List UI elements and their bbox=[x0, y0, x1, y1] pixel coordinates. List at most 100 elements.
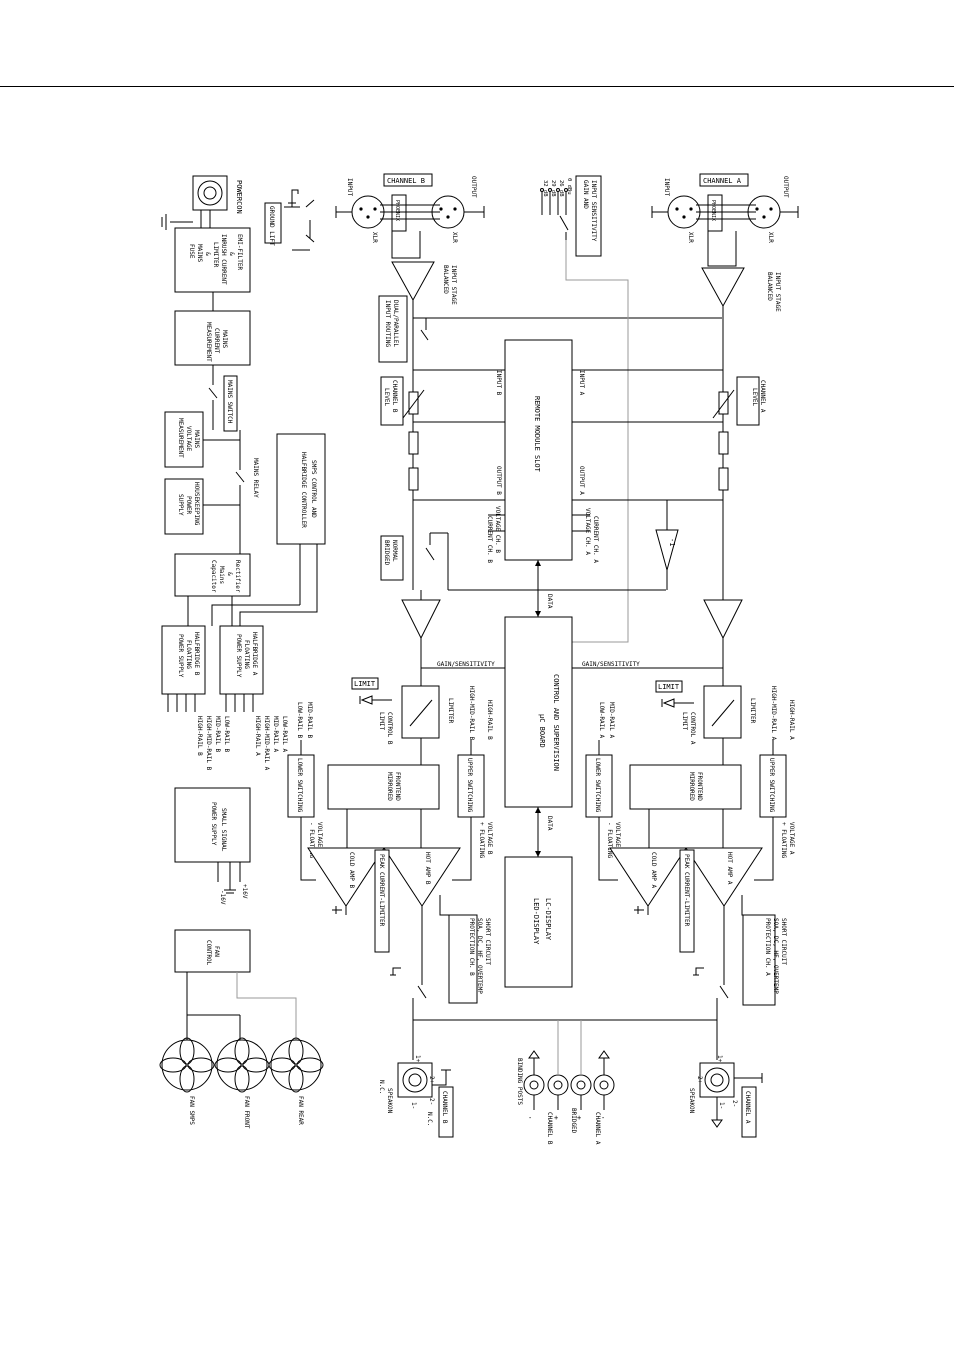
fan-front-label: FAN FRONT bbox=[243, 1096, 250, 1129]
floating-a-upper-label: + FLOATINGVOLTAGE A bbox=[780, 822, 795, 859]
fan-smps-label: FAN SMPS bbox=[188, 1096, 195, 1125]
binding-minus-2: - bbox=[601, 1114, 605, 1122]
top-rule bbox=[0, 86, 954, 87]
mains-switch-label: MAINS SWITCH bbox=[226, 380, 233, 424]
inverter-amp bbox=[655, 529, 679, 572]
limit-a-box bbox=[655, 680, 683, 693]
mains-current-box bbox=[174, 310, 251, 366]
mains-current-label: MAINSCURRENTMEASUREMENT bbox=[205, 322, 228, 362]
output-a-port: OUTPUT A bbox=[578, 466, 585, 495]
limiter-b-box bbox=[401, 685, 440, 739]
protection-a-label: PROTECTION CH. ASOA, DC, HF, OVERTEMPSHO… bbox=[764, 918, 787, 994]
mirrored-frontend-a-box bbox=[629, 764, 742, 810]
channel-b-out-label: CHANNEL B bbox=[441, 1091, 448, 1124]
mains-voltage-label: MAINSVOLTAGEMEASUREMENT bbox=[177, 418, 200, 458]
limit-b-label: LIMIT bbox=[354, 680, 376, 688]
output-b-port: OUTPUT B bbox=[495, 466, 502, 495]
driver-amp-b bbox=[401, 599, 441, 640]
gain-sens-a-label: GAIN/SENSITIVITY bbox=[582, 661, 640, 668]
upper-switching-b-box bbox=[457, 754, 485, 818]
peak-current-b-label: PEAK CURRENT-LIMITER bbox=[378, 854, 385, 927]
speakon-a-pin1m: 1- bbox=[718, 1102, 725, 1109]
speakon-b-pin2m: 2- bbox=[428, 1098, 435, 1105]
channel-a-out-label: CHANNEL A bbox=[744, 1091, 751, 1124]
xlr-input-a bbox=[651, 195, 701, 229]
binding-posts-label: BINDING POSTS bbox=[516, 1058, 523, 1105]
hot-amp-a bbox=[685, 847, 763, 907]
housekeeping-box bbox=[164, 478, 204, 535]
halfbridge-b-box bbox=[161, 625, 206, 695]
protection-b-label: PROTECTION CH. BSOA, DC, HF, OVERTEMPSHO… bbox=[468, 918, 491, 994]
nc-b-right-label: N.C. bbox=[426, 1112, 433, 1126]
floating-a-lower-label: - FLOATINGVOLTAGE A bbox=[606, 822, 621, 859]
bridged-normal-box bbox=[380, 535, 404, 581]
binding-plus-2: + bbox=[577, 1114, 581, 1122]
xlr-b-out-label: XLR bbox=[451, 232, 458, 243]
ground-lift-label: GROUND LIFT bbox=[268, 206, 275, 246]
mirrored-frontend-b-label: MIRROREDFRONTEND bbox=[386, 772, 401, 801]
lower-switching-b-label: LOWER SWITCHING bbox=[296, 758, 303, 813]
level-a-resistor-2 bbox=[718, 467, 729, 491]
hot-amp-b-label: HOT AMP B bbox=[424, 852, 431, 885]
high-rail-a-label: HIGH-RAIL A bbox=[788, 700, 795, 740]
xlr-input-b bbox=[335, 195, 385, 229]
speakon-a-connector bbox=[699, 1062, 735, 1098]
voltage-a-label: VOLTAGE CH. A bbox=[584, 508, 591, 555]
limit-a-label: LIMIT bbox=[658, 683, 680, 691]
small-signal-box bbox=[174, 787, 251, 863]
limit-control-a-label: LIMITCONTROL A bbox=[681, 712, 696, 745]
input-a-label: INPUT bbox=[663, 178, 670, 196]
hot-amp-a-label: HOT AMP A bbox=[726, 852, 733, 885]
fan-control-box bbox=[174, 929, 251, 973]
fan-control-label: FANCONTROL bbox=[205, 940, 220, 966]
protection-b-box bbox=[448, 914, 478, 1004]
low-rail-a-label: LOW-RAIL A bbox=[598, 702, 605, 739]
nc-b-left-label: N.C. bbox=[378, 1080, 385, 1094]
speakon-b-pin2p: 2+ bbox=[428, 1076, 435, 1084]
speakon-b-label: SPEAKON bbox=[386, 1088, 393, 1114]
speakon-a-pin1p: 1+ bbox=[716, 1055, 723, 1063]
gain-value-3: 32 dB bbox=[542, 180, 548, 197]
rail-lines-b bbox=[167, 694, 196, 712]
driver-amp-a bbox=[703, 599, 743, 640]
binding-ch-a-label: CHANNEL A bbox=[594, 1112, 601, 1145]
channel-b-label: CHANNEL B bbox=[387, 177, 425, 185]
remote-module-box bbox=[504, 339, 573, 561]
fan-smps-icon bbox=[159, 1037, 215, 1093]
minus-one-label: -1 bbox=[668, 538, 676, 546]
emi-filter-label: EMI-FILTER&INRUSH CURRENTLIMITER&MAINSFU… bbox=[188, 234, 243, 285]
binding-minus-1: - bbox=[528, 1114, 532, 1122]
balanced-input-b-label: BALANCEDINPUT STAGE bbox=[442, 265, 457, 305]
mid-rail-a-label: MID-RAIL A bbox=[608, 702, 615, 739]
level-a-resistor-1 bbox=[718, 431, 729, 455]
remote-module-label: REMOTE MODULE SLOT bbox=[533, 396, 541, 473]
level-a-label-box bbox=[736, 376, 760, 426]
low-rail-b-label: LOW-RAIL B bbox=[296, 702, 303, 739]
signal-lines-a bbox=[572, 369, 723, 501]
gain-value-2: 29 dB bbox=[550, 180, 556, 197]
cold-amp-a-label: COLD AMP A bbox=[650, 852, 657, 889]
channel-b-label-box bbox=[383, 173, 433, 187]
current-b-label: CURRENT CH. B bbox=[486, 516, 493, 563]
binding-plus-1: + bbox=[554, 1114, 558, 1122]
cold-amp-b bbox=[307, 847, 385, 907]
fan-rear-icon bbox=[268, 1037, 324, 1093]
level-b-label: LEVELCHANNEL B bbox=[383, 380, 398, 413]
rail-lines-a bbox=[225, 694, 254, 712]
upper-switching-b-label: UPPER SWITCHING bbox=[466, 758, 473, 813]
output-a-label: OUTPUT bbox=[782, 176, 789, 198]
gain-switch bbox=[540, 188, 569, 240]
limit-b-box bbox=[351, 677, 379, 690]
mains-voltage-box bbox=[164, 411, 204, 468]
xlr-a-out-label: XLR bbox=[767, 232, 774, 243]
upper-switching-a-label: UPPER SWITCHING bbox=[768, 758, 775, 813]
floating-b-upper-label: + FLOATINGVOLTAGE B bbox=[478, 822, 493, 859]
balanced-input-a-label: BALANCEDINPUT STAGE bbox=[766, 272, 781, 312]
halfbridge-b-label: HALFBRIDGE BFLOATINGPOWER SUPPLY bbox=[177, 632, 200, 678]
minus16-label: -16V bbox=[219, 890, 226, 905]
floating-b-lower-label: - FLOATINGVOLTAGE B bbox=[308, 822, 323, 859]
input-b-label: INPUT bbox=[346, 178, 353, 196]
rectifier-label: Rectifier&MainsCapacitor bbox=[210, 560, 241, 593]
fan-front-icon bbox=[214, 1037, 270, 1093]
